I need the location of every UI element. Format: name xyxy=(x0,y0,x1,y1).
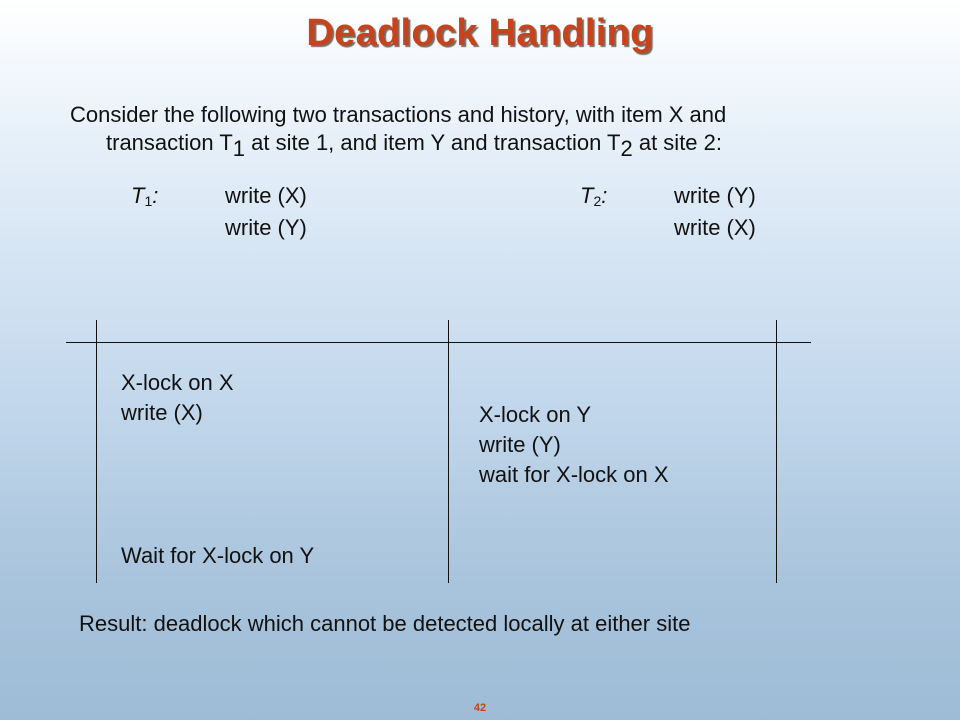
intro-line-1: Consider the following two transactions … xyxy=(70,102,727,127)
schedule-step: X-lock on Y xyxy=(479,402,592,427)
transaction-t2-ops: write (Y) write (X) xyxy=(674,180,756,244)
transaction-t1-ops: write (X) write (Y) xyxy=(225,180,307,244)
intro-line-2: transaction T1 at site 1, and item Y and… xyxy=(70,129,900,160)
site2-schedule-ops: X-lock on Y write (Y) wait for X-lock on… xyxy=(479,400,669,490)
schedule-divider-middle xyxy=(448,320,449,583)
intro-paragraph: Consider the following two transactions … xyxy=(70,101,900,160)
site1-schedule-ops: X-lock on X write (X) xyxy=(121,368,234,428)
schedule-step: wait for X-lock on X xyxy=(479,461,669,487)
intro-line-2-part-c: at site 2: xyxy=(632,129,723,155)
site1-wait-step: Wait for X-lock on Y xyxy=(121,543,315,568)
slide-title: Deadlock Handling xyxy=(306,12,654,54)
intro-line-2-part-a: transaction T xyxy=(106,129,233,155)
intro-t1-subscript: 1 xyxy=(232,135,246,161)
result-text: Result: deadlock which cannot be detecte… xyxy=(79,611,691,636)
transaction-t1-op: write (Y) xyxy=(225,214,307,240)
schedule-divider-right xyxy=(776,320,777,583)
transaction-t1-op: write (X) xyxy=(225,183,307,208)
transaction-t2: T2: write (Y) write (X) xyxy=(580,180,880,250)
page-number: 42 xyxy=(473,702,487,714)
transaction-t1-label: T1: xyxy=(131,183,159,209)
schedule-step: write (X) xyxy=(121,399,203,425)
intro-t2-subscript: 2 xyxy=(620,135,633,161)
transaction-t2-label: T2: xyxy=(580,183,608,209)
schedule-header-line xyxy=(66,342,811,343)
schedule-step: write (Y) xyxy=(479,431,561,457)
transaction-t1: T1: write (X) write (Y) xyxy=(131,180,431,250)
schedule-step: X-lock on X xyxy=(121,370,234,395)
transaction-t2-op: write (Y) xyxy=(674,183,756,208)
transaction-t2-op: write (X) xyxy=(674,214,756,240)
intro-line-2-part-b: at site 1, and item Y and transaction T xyxy=(245,129,621,155)
schedule-divider-left xyxy=(96,320,97,583)
